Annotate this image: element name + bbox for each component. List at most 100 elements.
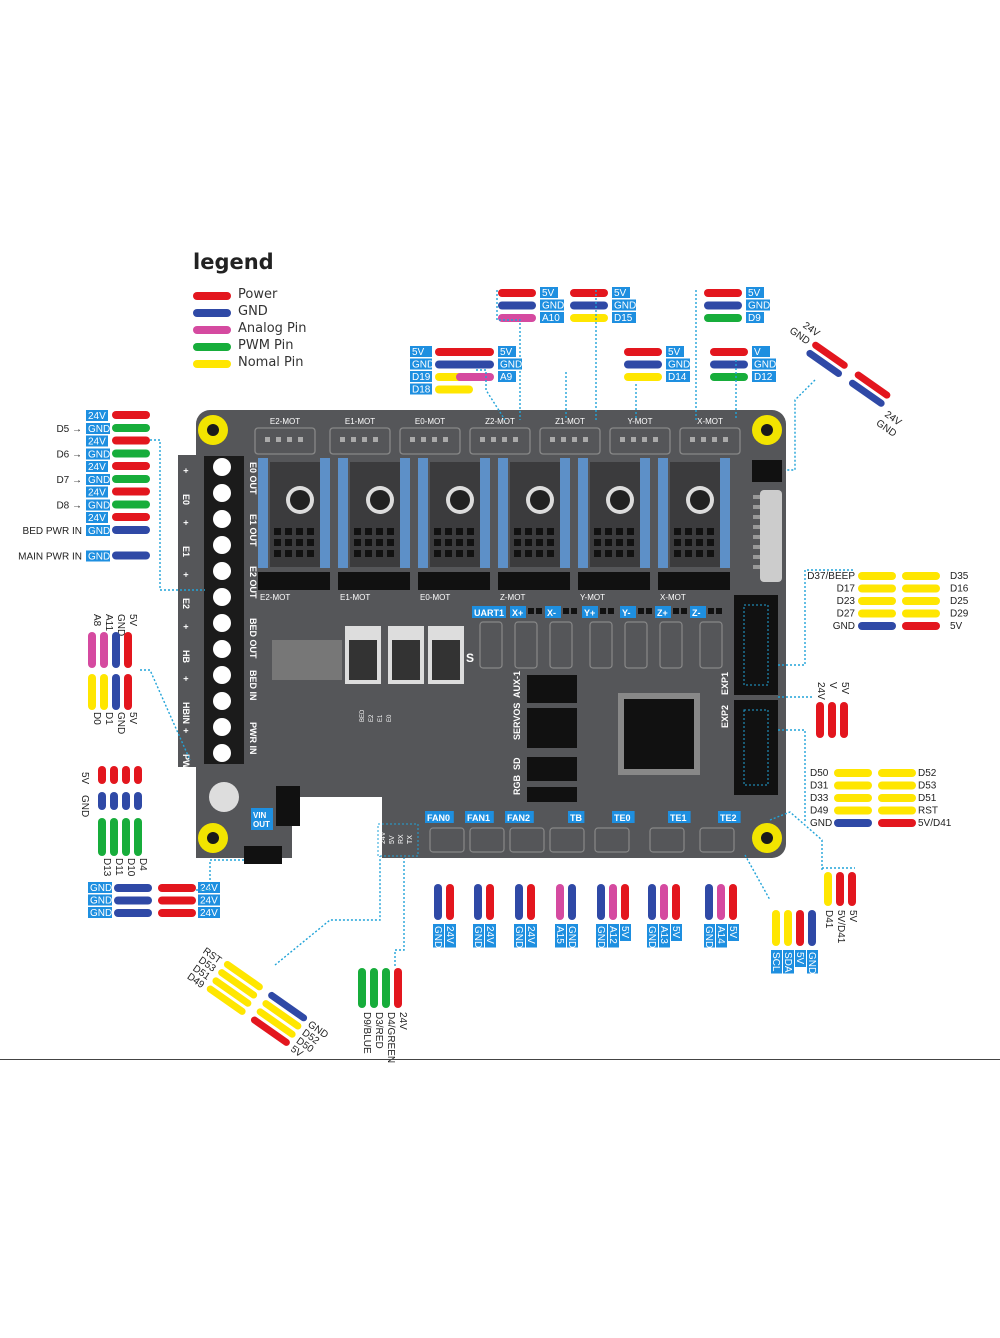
- endstop-pin: [600, 608, 606, 614]
- endstop-pin: [571, 608, 577, 614]
- jumper-pin: [387, 550, 394, 557]
- jumper-pin: [674, 528, 681, 535]
- pin-label-bg: [752, 346, 770, 357]
- pin-bar: [854, 371, 891, 399]
- driver-strip: [658, 458, 668, 568]
- driver-strip: [720, 458, 730, 568]
- terminal-label-right: PWR IN: [248, 722, 258, 755]
- vert-label: A11: [103, 614, 114, 631]
- pin-bar: [212, 977, 252, 1007]
- pin-bar: [848, 379, 885, 407]
- pin-label: GND: [542, 301, 564, 312]
- fan-connector: [699, 827, 735, 853]
- terminal-screw: [213, 614, 231, 632]
- header-pin: [276, 437, 281, 442]
- endstop-label-bg: [545, 606, 561, 618]
- header-pin: [432, 437, 437, 442]
- terminal-screw: [213, 588, 231, 606]
- header-pin: [550, 437, 555, 442]
- header-pin: [701, 437, 706, 442]
- driver-label: E1-MOT: [340, 593, 370, 602]
- jumper-pin: [685, 539, 692, 546]
- sd-contact: [753, 505, 760, 509]
- pin-label-bg: [86, 423, 110, 434]
- pin-label-bg: [86, 461, 108, 472]
- endstop-label-bg: [690, 606, 706, 618]
- motor-header-label: X-MOT: [697, 417, 723, 426]
- terminal-screw: [213, 458, 231, 476]
- vert-label: D13: [101, 858, 112, 877]
- endstop-pin: [563, 608, 569, 614]
- mounting-hole-center: [207, 424, 219, 436]
- pin-label-bg: [671, 924, 682, 941]
- pin-label: GND: [90, 883, 112, 894]
- pin-label-bg: [666, 346, 684, 357]
- pin-bar: [262, 1000, 302, 1030]
- mounting-hole-center: [761, 832, 773, 844]
- pin-label-bg: [526, 924, 537, 948]
- pin-label: GND: [748, 301, 770, 312]
- pin-text: D6 →: [56, 450, 82, 461]
- pin-label: 24V: [484, 926, 495, 944]
- mosfet-body: [392, 640, 420, 680]
- leader-line: [150, 439, 205, 591]
- pin-bar: [834, 794, 872, 802]
- pin-bar: [110, 792, 118, 810]
- sd-socket: [760, 490, 782, 582]
- pin-label-bg: [86, 410, 108, 421]
- exp-pin-text: RST: [918, 806, 938, 817]
- exp-pin-text: D29: [950, 609, 969, 620]
- pin-bar: [556, 884, 564, 920]
- endstop-pin: [646, 608, 652, 614]
- power-bar: [112, 487, 150, 496]
- leader-line: [476, 369, 506, 421]
- exp2-pins: [743, 709, 769, 786]
- pin-label: 24V: [525, 926, 536, 944]
- header-pin: [265, 437, 270, 442]
- jumper-pin: [456, 539, 463, 546]
- small-right-label: 24V: [815, 682, 826, 700]
- pin-label: GND: [90, 896, 112, 907]
- pin-bar: [98, 818, 106, 856]
- terminal-screw: [213, 744, 231, 762]
- small-header: [276, 786, 300, 826]
- pin-bar: [858, 584, 896, 593]
- pin-bar: [878, 819, 916, 827]
- pin-label-bg: [498, 358, 522, 370]
- pin-label: 5V: [500, 347, 513, 358]
- endstop-pin: [536, 608, 542, 614]
- endstop-connector: [659, 621, 683, 669]
- side-header-label: SD: [512, 757, 522, 770]
- pin-bar: [878, 781, 916, 790]
- pin-label: A13: [658, 926, 669, 944]
- pin-label: GND: [88, 501, 110, 512]
- pin-bar: [772, 910, 780, 946]
- vert-label: D4: [137, 858, 148, 871]
- motor-header: [329, 427, 391, 455]
- pin-bar: [114, 896, 152, 905]
- driver-label: Y-MOT: [580, 593, 605, 602]
- exp-pin-text: 5V/D41: [918, 818, 952, 829]
- pin-label-bg: [86, 512, 108, 523]
- jumper-pin: [285, 550, 292, 557]
- legend-swatch: [193, 292, 231, 300]
- pin-bar: [902, 572, 940, 580]
- pin-bar: [710, 348, 748, 356]
- signal-bar: [112, 424, 150, 432]
- pin-label: GND: [595, 926, 606, 948]
- jumper-pin: [274, 539, 281, 546]
- vert-label: 5V: [127, 712, 138, 725]
- pin-bar: [498, 289, 536, 297]
- power-bar: [112, 462, 150, 470]
- pin-label-bg: [746, 287, 764, 298]
- terminal-screw: [213, 484, 231, 502]
- sd-contact: [753, 545, 760, 549]
- jumper-pin: [605, 528, 612, 535]
- pin-bar: [816, 702, 824, 738]
- pin-label: GND: [90, 908, 112, 919]
- pin-label-bg: [88, 882, 112, 893]
- pin-label-bg: [647, 924, 658, 948]
- sd-contact: [753, 565, 760, 569]
- pin-bar: [250, 1016, 290, 1046]
- exp1-label: EXP1: [720, 672, 730, 695]
